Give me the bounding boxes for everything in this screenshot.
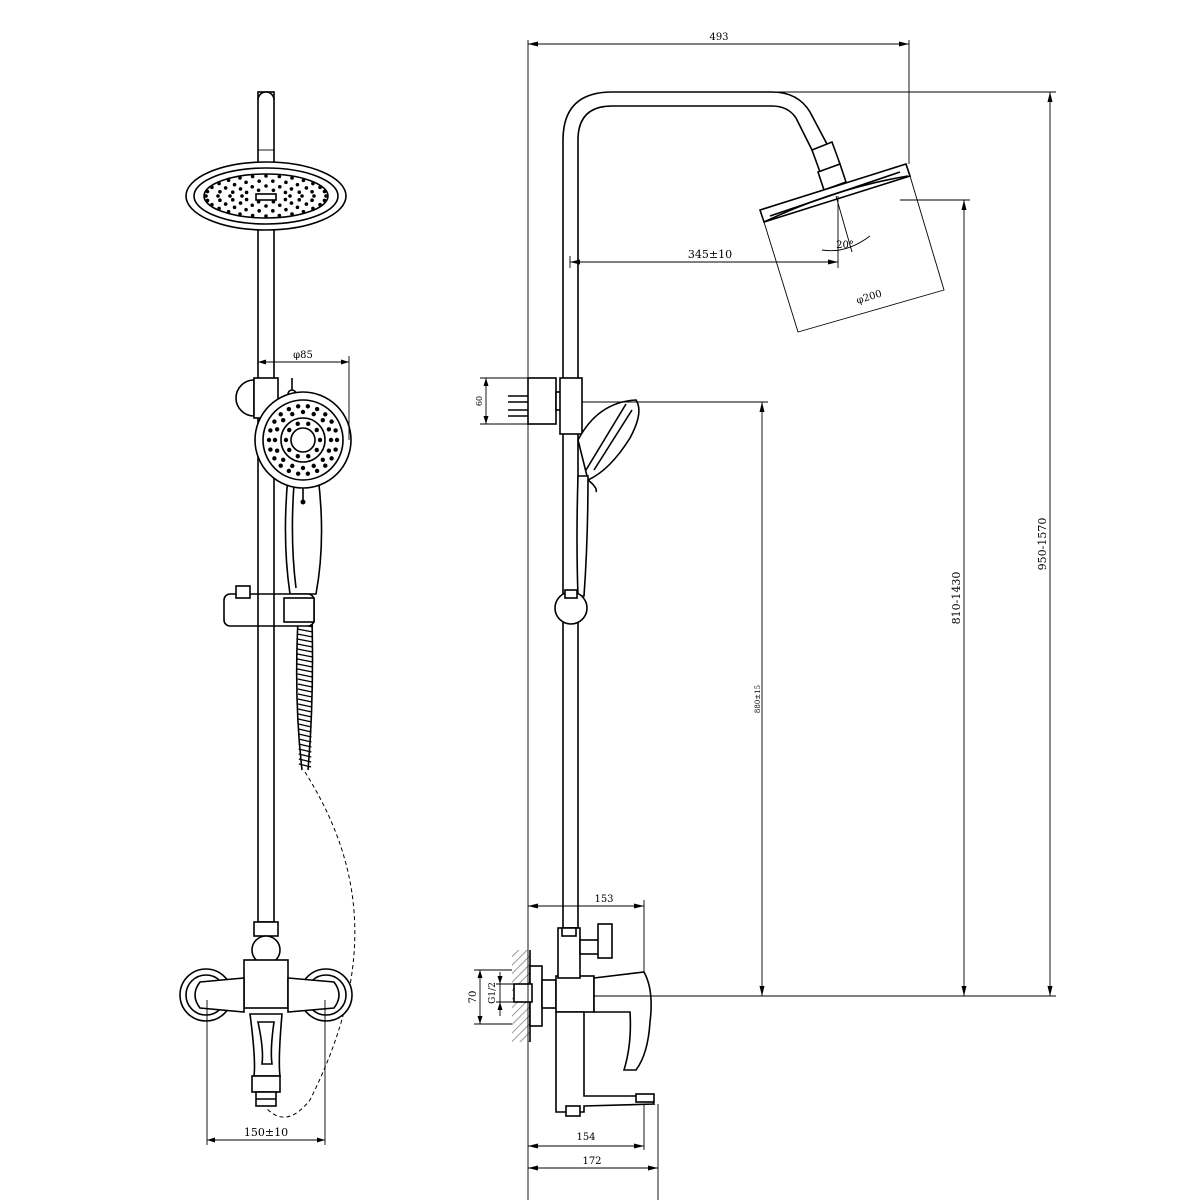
dim-total-reach: 493: [709, 32, 728, 43]
side-view: 493 345±10 20° φ200 950-1570 810-1430: [468, 32, 1056, 1200]
dim-mixer-depth: 153: [594, 894, 613, 905]
holder-bracket-side: [508, 377, 583, 435]
dim-head-dia: φ200: [855, 289, 883, 307]
dim-bracket-size: 60: [475, 396, 484, 406]
riser-arm-side: [562, 91, 848, 929]
mixer-front: [179, 921, 353, 1107]
dim-handshower-dia: φ85: [293, 350, 313, 361]
side-dimensions: 493 345±10 20° φ200 950-1570 810-1430: [468, 32, 1056, 1200]
mixer-side: [512, 923, 656, 1117]
dim-front-width: 150±10: [244, 1126, 288, 1139]
dim-spout-154: 154: [576, 1132, 595, 1143]
slider-front: [223, 585, 315, 627]
dim-total-height: 950-1570: [1036, 518, 1049, 571]
dim-arm-reach: 345±10: [688, 248, 732, 261]
dim-spout-172: 172: [582, 1156, 601, 1167]
front-view: 150±10 φ85: [179, 91, 356, 1145]
riser-tube-front: [257, 91, 275, 923]
dim-inlet-height: 70: [468, 991, 479, 1004]
dim-head-height: 810-1430: [950, 572, 963, 625]
front-dimensions: 150±10 φ85: [206, 350, 350, 1145]
hand-shower-side: [554, 399, 640, 625]
overhead-shower-side: [758, 163, 945, 333]
dim-inlet-thread: G1/2: [488, 982, 498, 1004]
dim-holder-height: 880±15: [754, 685, 762, 713]
overhead-shower-front: [185, 161, 347, 231]
dim-head-angle: 20°: [836, 240, 854, 251]
hand-shower-front: [254, 391, 352, 595]
